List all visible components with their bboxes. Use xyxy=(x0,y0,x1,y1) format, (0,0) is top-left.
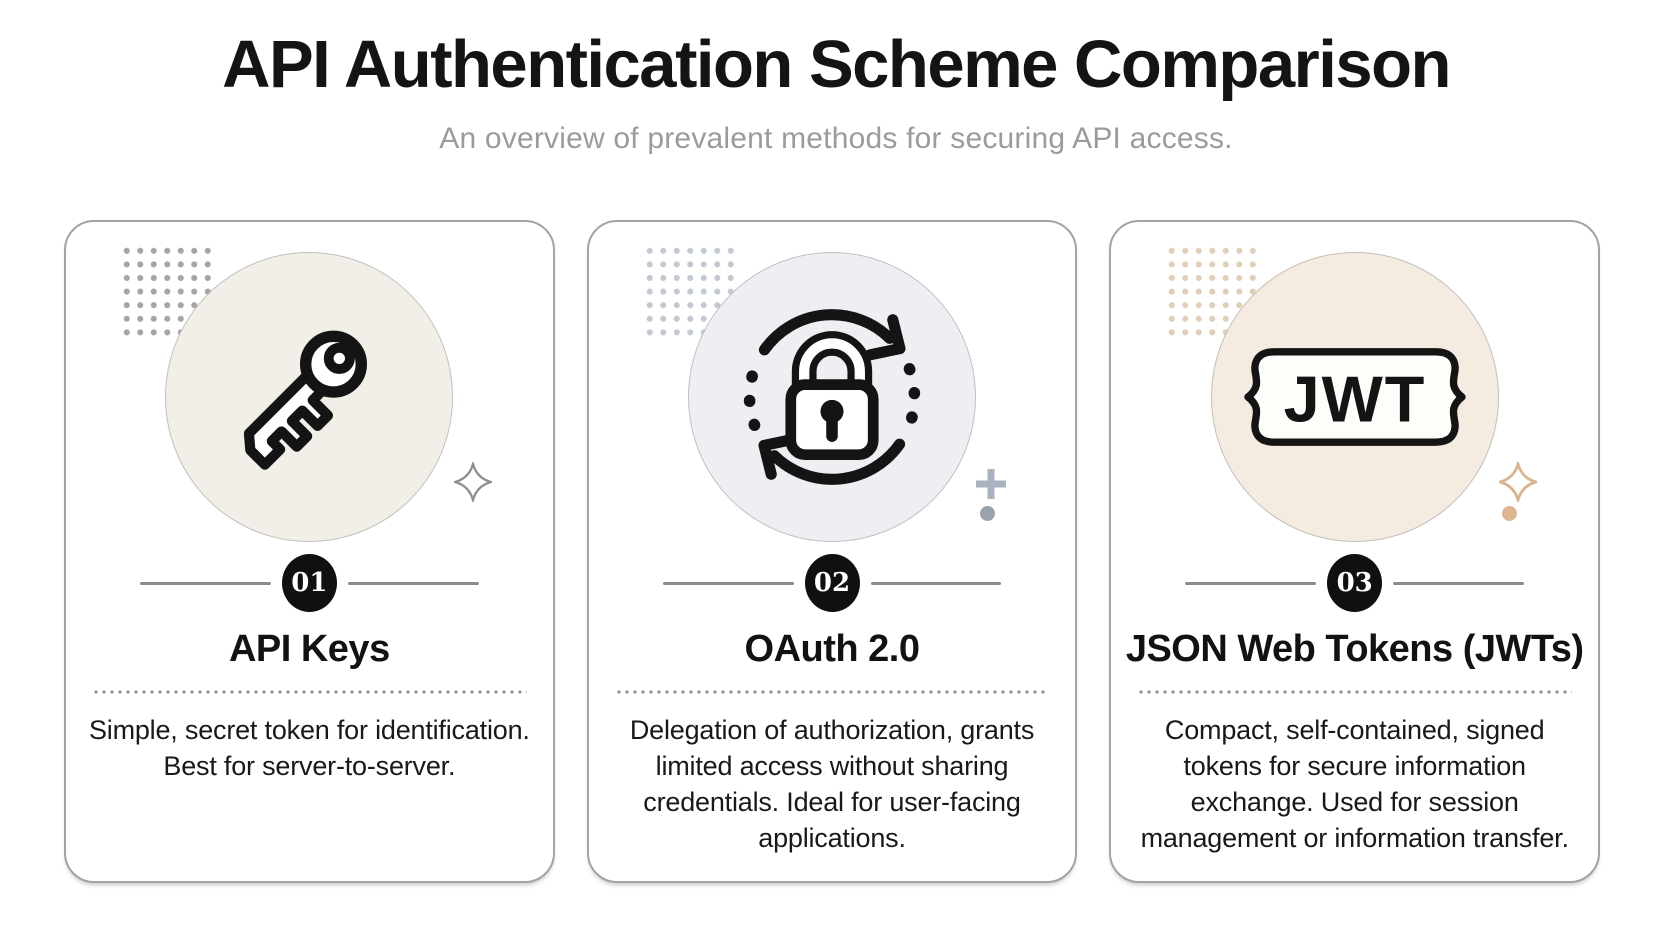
page-title: API Authentication Scheme Comparison xyxy=(222,27,1451,102)
dotted-divider xyxy=(614,690,1050,694)
dotted-divider xyxy=(1137,690,1573,694)
icon-circle xyxy=(165,252,454,542)
page-subtitle: An overview of prevalent methods for sec… xyxy=(439,122,1233,156)
dotted-divider xyxy=(92,690,527,694)
step-number-badge: 02 xyxy=(804,554,860,612)
card-description: Delegation of authorization, grants limi… xyxy=(629,715,1035,853)
step-indicator: 01 xyxy=(140,554,479,612)
badge-line-right xyxy=(347,581,479,585)
card-description: Simple, secret token for identification.… xyxy=(88,715,530,781)
card-oauth: 02 OAuth 2.0 Delegation of authorization… xyxy=(586,220,1078,883)
icon-circle: JWT xyxy=(1210,252,1499,542)
badge-line-right xyxy=(870,581,1002,585)
card-title: JSON Web Tokens (JWTs) xyxy=(1125,628,1584,670)
sparkle-icon xyxy=(454,462,492,502)
jwt-ticket-label: JWT xyxy=(1283,362,1426,435)
badge-line-left xyxy=(1185,581,1317,585)
badge-line-right xyxy=(1393,581,1525,585)
oauth-rotation-lock-icon xyxy=(743,309,921,485)
card-jwt: JWT 03 JSON Web Tokens (JWTs) Compact, s… xyxy=(1109,220,1601,883)
step-indicator: 02 xyxy=(662,554,1002,612)
badge-line-left xyxy=(662,581,794,585)
step-number-badge: 01 xyxy=(281,554,337,612)
sparkle-icon xyxy=(1499,462,1538,502)
accent-dot xyxy=(1502,506,1518,521)
card-title: API Keys xyxy=(228,628,390,670)
icon-circle xyxy=(688,252,976,542)
step-number-badge: 03 xyxy=(1327,554,1383,612)
scheme-cards-row: 01 API Keys Simple, secret token for ide… xyxy=(64,220,1601,883)
step-indicator: 03 xyxy=(1185,554,1525,612)
badge-line-left xyxy=(140,581,271,585)
card-title: OAuth 2.0 xyxy=(744,628,920,670)
header: API Authentication Scheme Comparison An … xyxy=(0,0,1672,156)
plus-icon xyxy=(975,469,1006,499)
card-api-keys: 01 API Keys Simple, secret token for ide… xyxy=(64,220,555,883)
card-description: Compact, self-contained, signed tokens f… xyxy=(1140,715,1569,853)
key-icon xyxy=(244,330,368,470)
jwt-ticket-icon: JWT xyxy=(1243,348,1466,446)
accent-dot xyxy=(979,506,995,521)
